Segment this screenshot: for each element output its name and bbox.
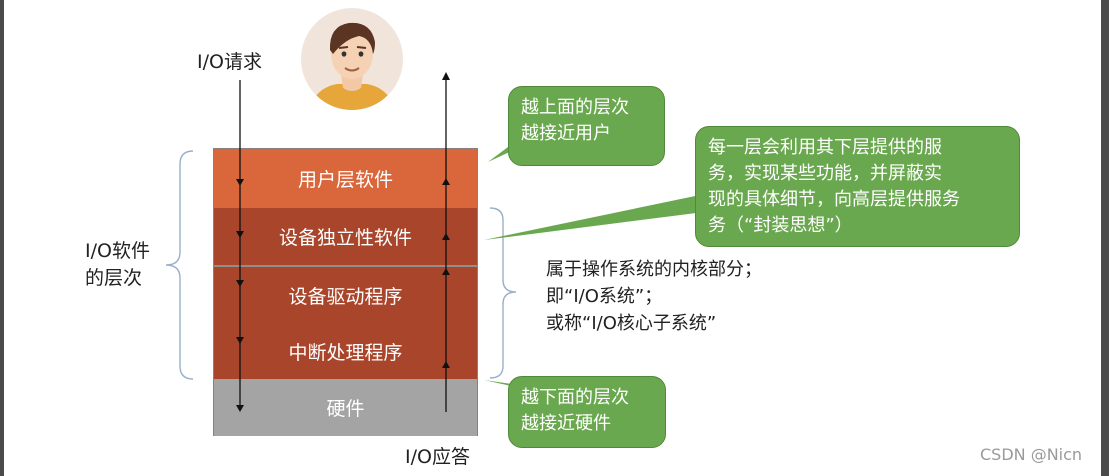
callout-closer-to-user: 越上面的层次 越接近用户 xyxy=(508,86,665,166)
callout-encapsulation: 每一层会利用其下层提供的服 务，实现某些功能，并屏蔽实 现的具体细节，向高层提供… xyxy=(695,126,1020,247)
kernel-part-note: 属于操作系统的内核部分； 即“I/O系统”； 或称“I/O核心子系统” xyxy=(546,256,762,337)
brace-icon xyxy=(166,151,193,379)
watermark: CSDN @Nicn xyxy=(980,445,1082,464)
callout-closer-to-hardware: 越下面的层次 越接近硬件 xyxy=(508,376,666,448)
io-software-levels-label: I/O软件 的层次 xyxy=(85,238,150,292)
brace-icon xyxy=(490,208,516,378)
io-response-label: I/O应答 xyxy=(405,442,470,469)
io-request-label: I/O请求 xyxy=(197,47,262,74)
